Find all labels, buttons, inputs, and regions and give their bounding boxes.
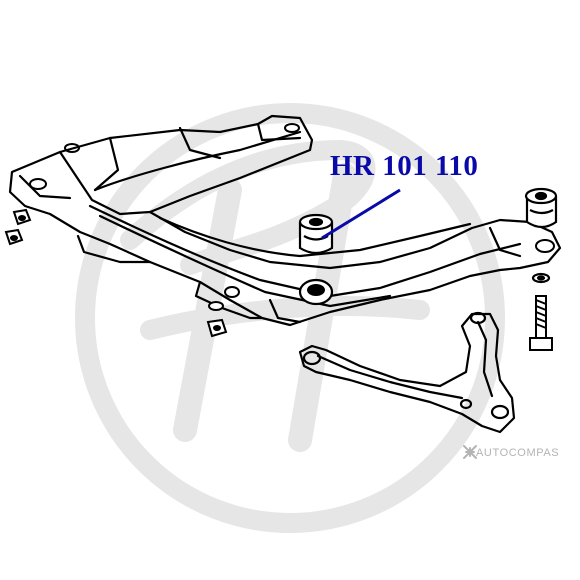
mounting-bolt — [529, 295, 553, 351]
autocompas-watermark-text: AUTOCOMPAS — [476, 447, 560, 459]
leader-line — [321, 188, 401, 240]
right-bushing-set — [524, 187, 558, 284]
frame-bushing-mounted — [298, 278, 334, 306]
bushing-hr-101-110 — [298, 213, 334, 255]
lower-nuts — [206, 301, 228, 338]
brand-logo-watermark — [75, 103, 505, 533]
subframe-mount-holes — [29, 123, 555, 298]
left-nuts — [4, 208, 32, 246]
starburst-icon — [463, 445, 477, 459]
part-number-label: HR 101 110 — [330, 150, 479, 182]
subframe-crossmember — [8, 114, 562, 327]
lower-control-arm — [298, 311, 516, 434]
